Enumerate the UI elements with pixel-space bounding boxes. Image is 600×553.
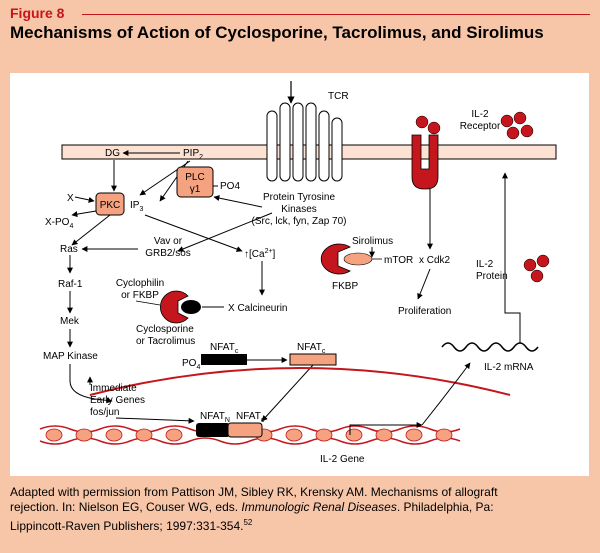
vav-label-2: GRB2/sos (145, 248, 191, 259)
plc-box (176, 166, 214, 198)
il2-mrna-label: IL-2 mRNA (484, 362, 534, 373)
il2-receptor-label-1: IL-2 (471, 109, 489, 120)
tcr-label: TCR (328, 91, 349, 102)
nfatc-phos-box (201, 354, 247, 365)
ptk-label-2: Kinases (281, 204, 317, 215)
il2-protein-cluster-top (500, 111, 534, 140)
proliferation-label: Proliferation (398, 306, 451, 317)
ptk-label-3: (Src, lck, fyn, Zap 70) (251, 216, 346, 227)
figure-title: Mechanisms of Action of Cyclosporine, Ta… (10, 23, 544, 42)
raf1-label: Raf-1 (58, 279, 83, 290)
credit-line-1: Adapted with permission from Pattison JM… (10, 485, 498, 499)
nfatc-box (289, 353, 337, 366)
il2-receptor (411, 115, 441, 190)
pkc-label: PKC (100, 200, 121, 211)
il2-protein-label-2: Protein (476, 271, 508, 282)
ptk-label-1: Protein Tyrosine (263, 192, 336, 203)
immediate-label-3: fos/jun (90, 407, 119, 418)
ras-label: Ras (60, 244, 78, 255)
fkbp-shape (320, 243, 351, 275)
calcineurin-label: X Calcineurin (228, 303, 287, 314)
cyclosporine-label-1: Cyclosporine (136, 324, 194, 335)
nfatn-box (196, 423, 230, 437)
x-po4-label: X-PO4 (45, 217, 73, 230)
credit-text: Adapted with permission from Pattison JM… (10, 485, 590, 534)
ca-label: ↑[Ca2+] (244, 248, 276, 260)
il2-protein-cluster-bottom (523, 254, 550, 283)
credit-line-3: Lippincott-Raven Publishers; 1997:331-35… (10, 518, 253, 533)
plc-label-2: γ1 (190, 184, 201, 195)
transcription-arrow (349, 422, 423, 435)
plc-po4-label: PO4 (220, 181, 240, 192)
figure-label: Figure 8 (10, 5, 65, 21)
credit-line-2: rejection. In: Nielson EG, Couser WG, ed… (10, 500, 494, 514)
dna-helix (39, 425, 461, 445)
cyclosporine-label-2: or Tacrolimus (136, 336, 195, 347)
il2-receptor-label-2: Receptor (460, 121, 501, 132)
immediate-label-1: Immediate (90, 383, 137, 394)
nfatc-nuclear-label: NFATc (236, 411, 265, 424)
mechanism-diagram: TCR IL-2 Receptor DG PIP2 X PKC X-PO4 IP… (39, 81, 557, 465)
title-rule (82, 14, 590, 15)
il2-gene-label: IL-2 Gene (320, 454, 365, 465)
cdk2-label: x Cdk2 (419, 255, 451, 266)
nfatc-nuclear-box (227, 422, 263, 438)
cyclophilin-label-2: or FKBP (121, 290, 159, 301)
book-title: Immunologic Renal Diseases (241, 500, 397, 514)
tcr-receptor (266, 81, 343, 182)
mtor-label: mTOR (384, 255, 413, 266)
map-kinase-label: MAP Kinase (43, 351, 98, 362)
plc-label-1: PLC (185, 172, 204, 183)
vav-label-1: Vav or (154, 236, 183, 247)
cyclophilin-label-1: Cyclophilin (116, 278, 164, 289)
nfatc-label: NFATc (297, 342, 326, 355)
nuclear-membrane (89, 367, 511, 396)
immediate-label-2: Early Genes (90, 395, 145, 406)
pip2-label: PIP2 (183, 148, 203, 161)
il2-protein-label-1: IL-2 (476, 259, 494, 270)
cyclophilin-shape (160, 290, 189, 324)
dg-label: DG (105, 148, 120, 159)
il2-mrna (441, 342, 539, 352)
ip3-label: IP3 (130, 200, 143, 213)
po4-nfat-label: PO4 (182, 358, 200, 371)
fkbp-label: FKBP (332, 281, 358, 292)
nfatn-label: NFATN (200, 411, 230, 424)
cyclosporine-drug (181, 300, 201, 314)
mek-label: Mek (60, 316, 80, 327)
sirolimus-drug (343, 252, 373, 266)
nfatc-phos-label: NFATc (210, 342, 239, 355)
x-top-label: X (67, 193, 74, 204)
diagram-panel: TCR IL-2 Receptor DG PIP2 X PKC X-PO4 IP… (10, 73, 589, 476)
sirolimus-label: Sirolimus (352, 236, 393, 247)
